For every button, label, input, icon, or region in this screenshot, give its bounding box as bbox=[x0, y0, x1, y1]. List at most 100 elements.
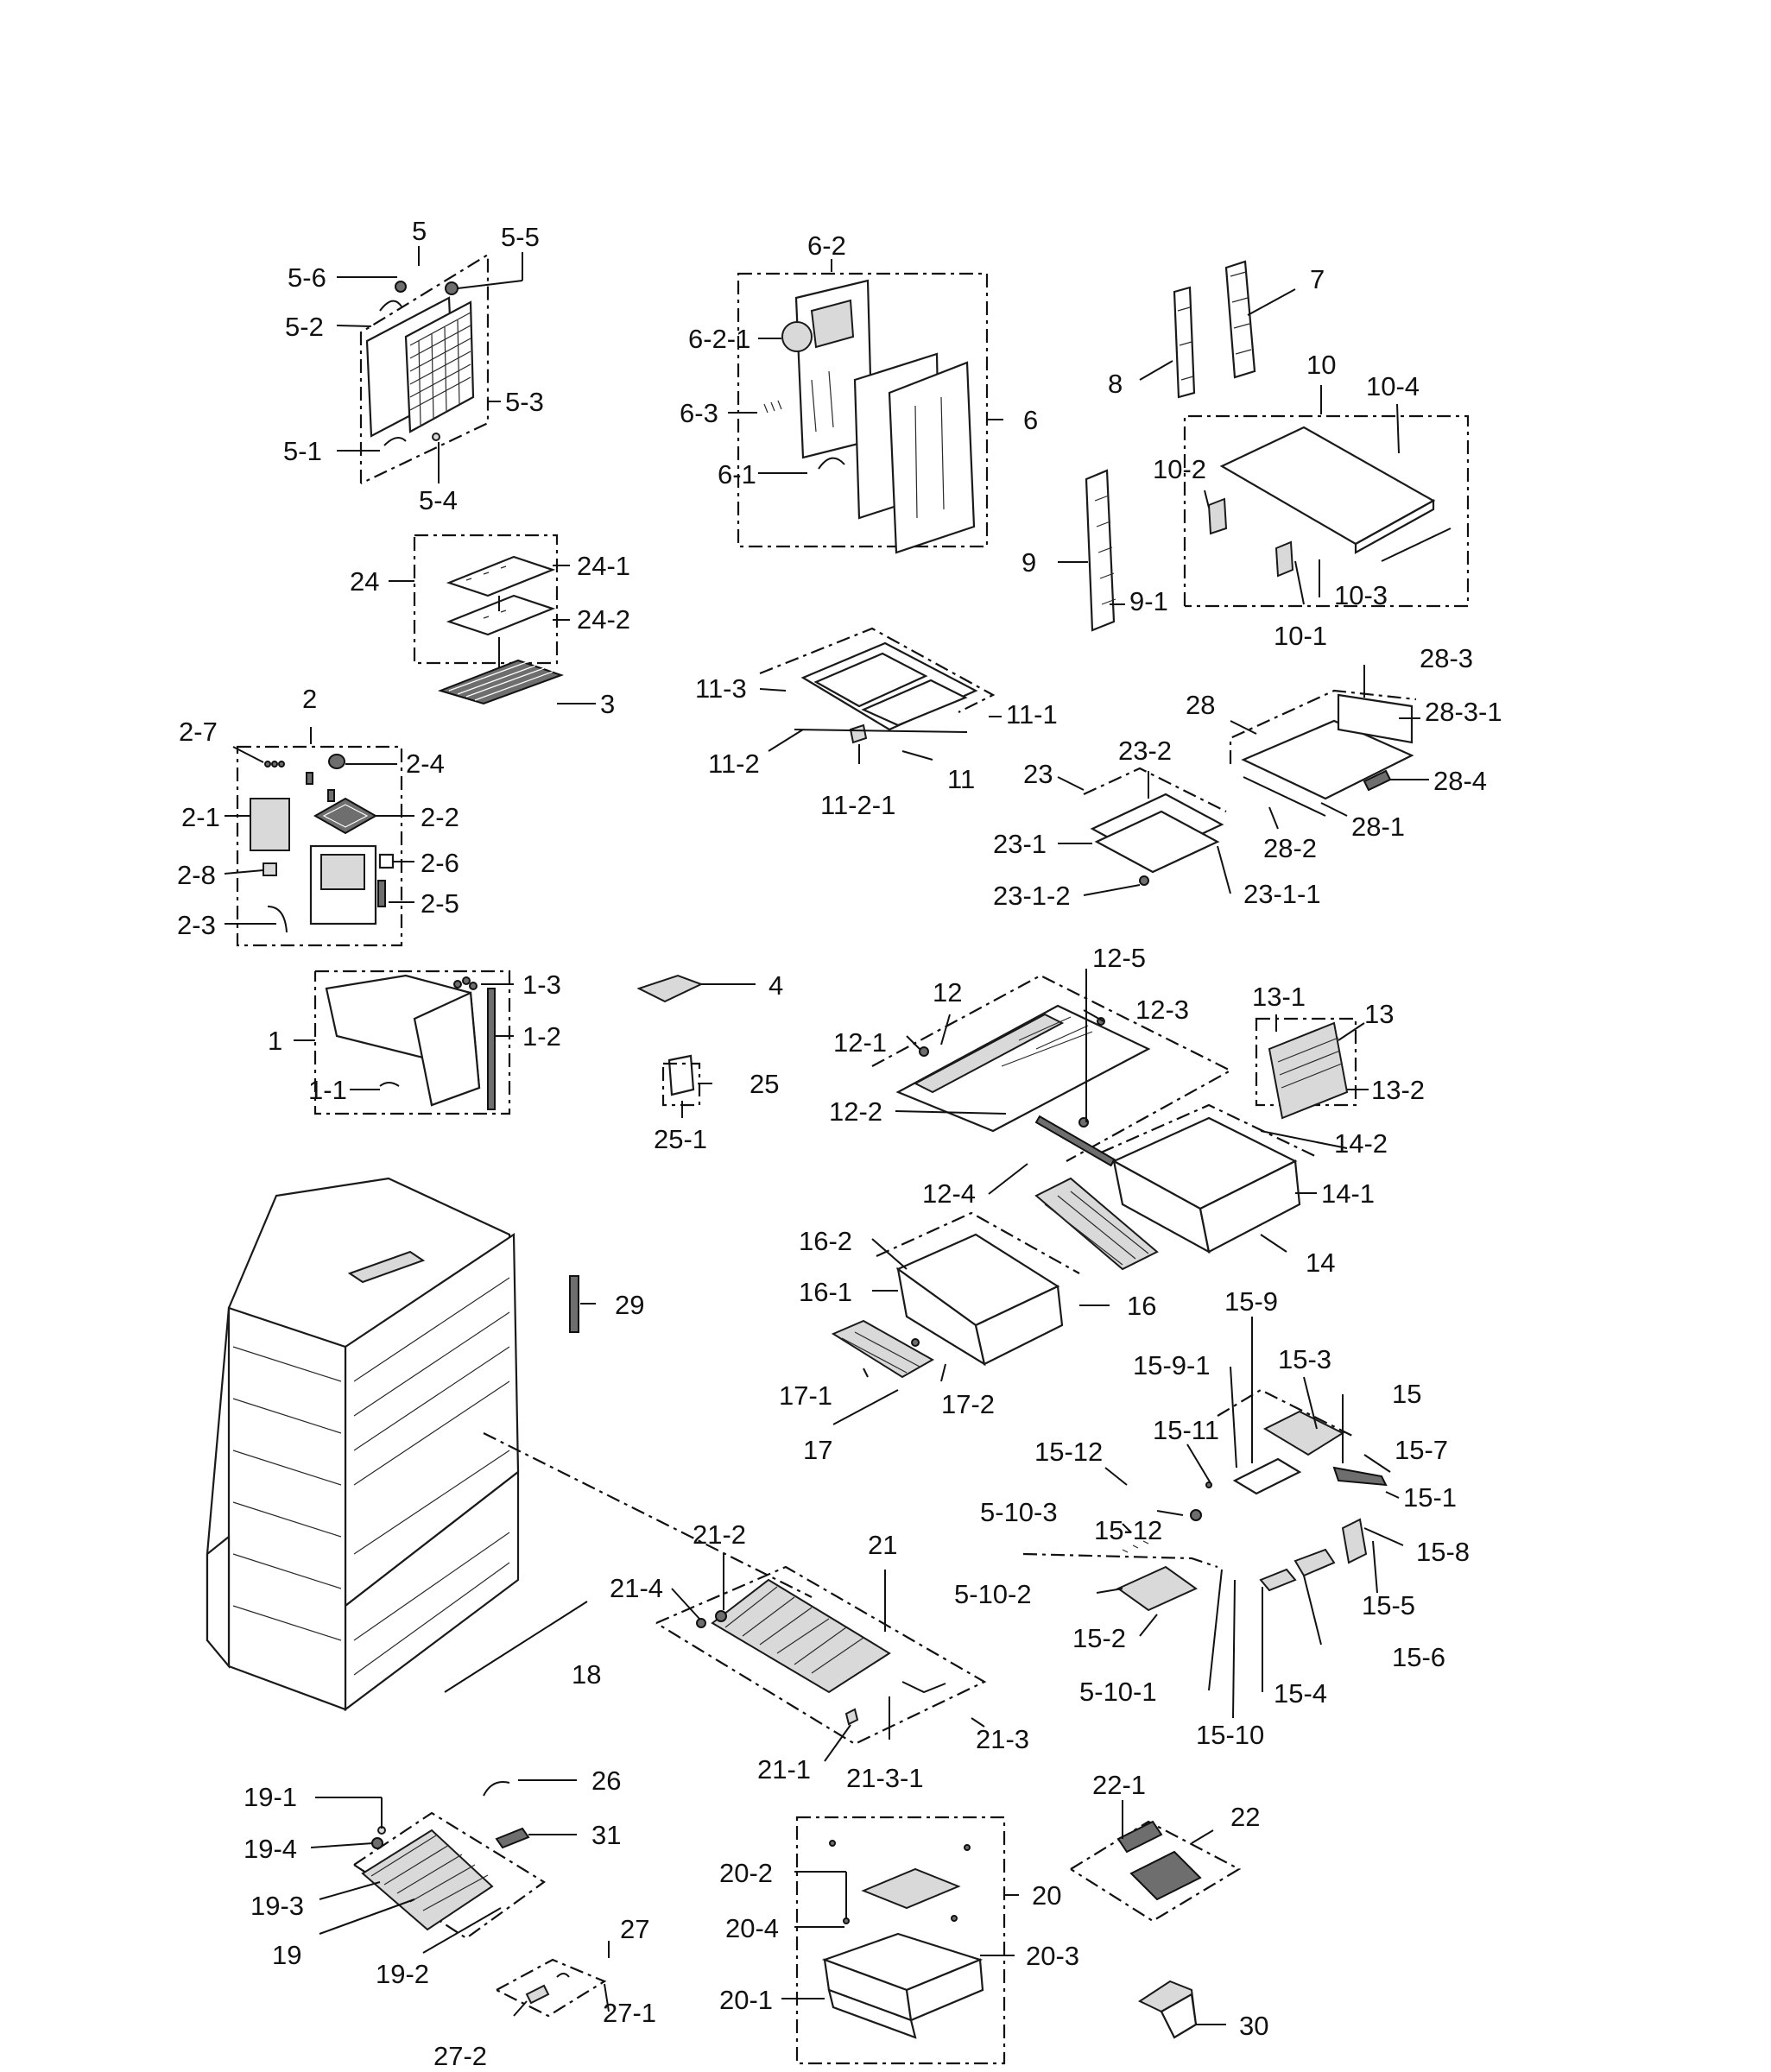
label-28: 28 bbox=[1186, 690, 1215, 720]
label-15-12-a: 15-12 bbox=[1034, 1437, 1103, 1467]
label-6-3: 6-3 bbox=[680, 398, 718, 428]
label-5-6: 5-6 bbox=[288, 262, 326, 293]
label-29: 29 bbox=[615, 1290, 644, 1320]
label-20-3: 20-3 bbox=[1026, 1941, 1079, 1971]
label-19: 19 bbox=[272, 1940, 301, 1970]
label-27: 27 bbox=[620, 1914, 649, 1944]
label-2-5: 2-5 bbox=[421, 888, 459, 919]
label-9-1: 9-1 bbox=[1129, 586, 1168, 616]
label-12: 12 bbox=[933, 977, 962, 1008]
label-17: 17 bbox=[803, 1435, 832, 1465]
label-15-11: 15-11 bbox=[1153, 1415, 1219, 1445]
label-28-3: 28-3 bbox=[1420, 643, 1473, 673]
label-9: 9 bbox=[1021, 547, 1036, 578]
label-28-4: 28-4 bbox=[1433, 766, 1487, 796]
label-4: 4 bbox=[768, 970, 783, 1001]
label-10-4: 10-4 bbox=[1366, 371, 1420, 401]
label-15-5: 15-5 bbox=[1362, 1590, 1415, 1620]
label-14: 14 bbox=[1306, 1248, 1335, 1278]
part-group-24 bbox=[413, 534, 565, 705]
label-6-2-1: 6-2-1 bbox=[688, 324, 750, 354]
label-15-3: 15-3 bbox=[1278, 1344, 1331, 1374]
label-15-8: 15-8 bbox=[1416, 1537, 1470, 1567]
label-22-1: 22-1 bbox=[1092, 1770, 1146, 1800]
label-15-7: 15-7 bbox=[1395, 1435, 1448, 1465]
label-23-2: 23-2 bbox=[1118, 736, 1172, 766]
part-group-5 bbox=[359, 253, 490, 484]
label-1-3: 1-3 bbox=[522, 970, 561, 1000]
part-group-16-17 bbox=[831, 1211, 1080, 1379]
label-1-2: 1-2 bbox=[522, 1021, 561, 1052]
label-5-4: 5-4 bbox=[419, 485, 458, 515]
label-17-1: 17-1 bbox=[779, 1380, 832, 1411]
part-group-28 bbox=[1229, 689, 1417, 817]
label-10: 10 bbox=[1306, 350, 1336, 380]
label-23-1-1: 23-1-1 bbox=[1243, 879, 1321, 909]
part-group-10 bbox=[1183, 414, 1470, 608]
label-30: 30 bbox=[1239, 2011, 1268, 2041]
part-group-22 bbox=[1070, 1820, 1242, 1923]
part-group-27 bbox=[496, 1958, 607, 2018]
label-24-2: 24-2 bbox=[577, 604, 630, 635]
label-2-6: 2-6 bbox=[421, 848, 459, 878]
label-12-4: 12-4 bbox=[922, 1178, 976, 1209]
label-5-1: 5-1 bbox=[283, 436, 322, 466]
label-5-5: 5-5 bbox=[501, 222, 540, 252]
label-23-1-2: 23-1-2 bbox=[993, 881, 1071, 911]
label-15-12-b: 15-12 bbox=[1094, 1515, 1162, 1545]
part-group-19 bbox=[353, 1781, 546, 1940]
label-3: 3 bbox=[600, 689, 615, 719]
label-5-10-1: 5-10-1 bbox=[1079, 1677, 1157, 1707]
label-12-2: 12-2 bbox=[829, 1096, 882, 1127]
label-10-1: 10-1 bbox=[1274, 621, 1327, 651]
label-25: 25 bbox=[750, 1069, 779, 1099]
label-11-2: 11-2 bbox=[708, 749, 760, 779]
label-2-4: 2-4 bbox=[406, 749, 445, 779]
label-16-1: 16-1 bbox=[799, 1277, 852, 1307]
label-17-2: 17-2 bbox=[941, 1389, 995, 1419]
part-7-8-9-rails bbox=[1085, 260, 1256, 632]
label-2: 2 bbox=[302, 684, 317, 714]
label-21-3: 21-3 bbox=[976, 1724, 1029, 1754]
label-15-9: 15-9 bbox=[1224, 1286, 1278, 1317]
label-18: 18 bbox=[572, 1659, 601, 1690]
part-group-11 bbox=[759, 627, 996, 744]
label-21-2: 21-2 bbox=[693, 1519, 746, 1550]
label-1-1: 1-1 bbox=[308, 1075, 347, 1105]
label-5-10-2: 5-10-2 bbox=[954, 1579, 1032, 1609]
label-19-2: 19-2 bbox=[376, 1959, 429, 1989]
label-10-2: 10-2 bbox=[1153, 454, 1206, 484]
part-4-25 bbox=[636, 974, 704, 1107]
label-2-7: 2-7 bbox=[179, 717, 218, 747]
label-20: 20 bbox=[1032, 1880, 1061, 1911]
label-19-4: 19-4 bbox=[244, 1834, 297, 1864]
part-30 bbox=[1137, 1980, 1198, 2039]
label-22: 22 bbox=[1230, 1802, 1260, 1832]
label-15-9-1: 15-9-1 bbox=[1133, 1350, 1211, 1380]
label-6: 6 bbox=[1023, 405, 1038, 435]
label-14-1: 14-1 bbox=[1321, 1178, 1375, 1209]
label-6-2: 6-2 bbox=[807, 231, 846, 261]
label-24: 24 bbox=[350, 566, 379, 597]
label-10-3: 10-3 bbox=[1334, 580, 1388, 610]
label-15-6: 15-6 bbox=[1392, 1642, 1445, 1672]
label-14-2: 14-2 bbox=[1334, 1128, 1388, 1159]
label-7: 7 bbox=[1310, 264, 1325, 294]
label-28-2: 28-2 bbox=[1263, 833, 1317, 863]
label-20-2: 20-2 bbox=[719, 1858, 773, 1888]
part-group-1 bbox=[313, 970, 511, 1115]
label-20-1: 20-1 bbox=[719, 1985, 773, 2015]
label-2-2: 2-2 bbox=[421, 802, 459, 832]
label-27-1: 27-1 bbox=[603, 1998, 656, 2028]
part-group-23 bbox=[1083, 767, 1227, 886]
label-11-1: 11-1 bbox=[1006, 699, 1058, 730]
label-31: 31 bbox=[591, 1820, 621, 1850]
label-23: 23 bbox=[1023, 759, 1053, 789]
label-12-5: 12-5 bbox=[1092, 943, 1146, 973]
label-11: 11 bbox=[947, 764, 975, 794]
label-24-1: 24-1 bbox=[577, 551, 630, 581]
label-21-4: 21-4 bbox=[610, 1573, 663, 1603]
part-group-13-14 bbox=[1034, 1017, 1357, 1271]
label-5-10-3: 5-10-3 bbox=[980, 1497, 1058, 1527]
